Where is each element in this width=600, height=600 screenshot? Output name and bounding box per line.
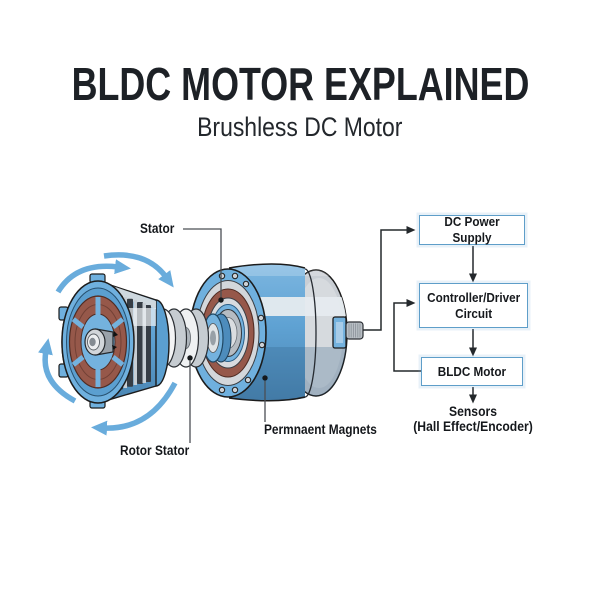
- rotor-hub: [84, 328, 114, 356]
- stator-leader-line: [183, 228, 222, 297]
- flowchart-box-controller-driver: Controller/Driver Circuit: [419, 283, 528, 328]
- page-subtitle: Brushless DC Motor: [0, 112, 600, 142]
- stator-label: Stator: [140, 221, 175, 236]
- rotor-stator-label: Rotor Stator: [120, 443, 190, 458]
- permanent-magnets-label: Permnaent Magnets: [264, 422, 377, 437]
- motor-to-power-line: [363, 226, 416, 331]
- flowchart-box-bldc-motor-label: BLDC Motor: [437, 363, 507, 379]
- rotation-arrow-top-left: [55, 259, 131, 294]
- flowchart-box-bldc-motor: BLDC Motor: [421, 357, 523, 386]
- output-shaft: [332, 316, 364, 349]
- rotation-arrow-bottom: [91, 381, 178, 436]
- direction-tick: [113, 331, 118, 337]
- leader-dots: [187, 297, 268, 381]
- direction-tick: [112, 345, 117, 350]
- leader-lines: [183, 228, 266, 443]
- rotor-spokes: [71, 297, 125, 387]
- page-title: BLDC MOTOR EXPLAINED: [0, 60, 600, 108]
- rotation-arrow-top-right: [103, 252, 174, 288]
- page-subtitle-text: Brushless DC Motor: [197, 112, 403, 142]
- rotor: [58, 273, 170, 409]
- flowchart-box-dc-power-supply-label: DC Power Supply: [444, 214, 500, 245]
- sensors-label-line2: (Hall Effect/Encoder): [413, 419, 533, 434]
- sensors-label: Sensors (Hall Effect/Encoder): [404, 404, 543, 434]
- page-title-text: BLDC MOTOR EXPLAINED: [71, 58, 529, 110]
- flowchart-box-controller-driver-label: Controller/Driver Circuit: [427, 289, 520, 321]
- rotation-arrows: [38, 252, 178, 436]
- feedback-line: [393, 299, 421, 372]
- flowchart-box-dc-power-supply: DC Power Supply: [419, 214, 525, 245]
- rotation-arrow-left: [38, 338, 77, 404]
- flowchart-connectors: [363, 226, 477, 404]
- sensors-label-line1: Sensors: [449, 404, 497, 419]
